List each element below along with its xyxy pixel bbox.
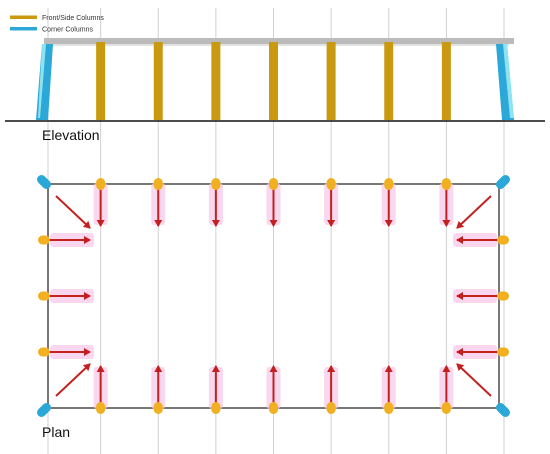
roof-beam: [44, 38, 514, 44]
side-column-node: [38, 235, 50, 245]
legend-label-corner: Corner Columns: [42, 27, 93, 34]
front-column-node: [269, 178, 278, 190]
side-column-node: [497, 235, 509, 245]
front-column-node: [211, 402, 221, 414]
front-column-node: [153, 178, 163, 190]
legend-swatch-corner: [10, 27, 37, 31]
force-arrow: [456, 363, 492, 397]
front-column: [384, 42, 394, 120]
front-column: [96, 42, 106, 120]
corner-column-node: [37, 403, 51, 417]
legend: Front/Side Columns Corner Columns: [10, 15, 104, 34]
elevation-label: Elevation: [42, 127, 100, 143]
front-column-node: [384, 402, 394, 414]
front-column: [326, 42, 336, 120]
front-column-node: [269, 402, 278, 414]
front-column-node: [211, 178, 221, 190]
side-column-node: [497, 291, 509, 301]
front-column-node: [326, 402, 336, 414]
corner-column-node: [37, 175, 51, 189]
plan-view: [37, 175, 510, 417]
corner-column-right-highlight: [503, 44, 514, 118]
force-arrow: [55, 363, 91, 397]
side-column-node: [497, 347, 509, 357]
front-column-node: [441, 402, 451, 414]
front-column-node: [384, 178, 394, 190]
front-column: [153, 42, 163, 120]
legend-label-front-side: Front/Side Columns: [42, 15, 104, 22]
corner-column-node: [496, 403, 510, 417]
front-column: [211, 42, 221, 120]
front-column: [269, 42, 278, 120]
corner-column-node: [496, 175, 510, 189]
force-arrow: [55, 195, 91, 229]
front-column-node: [153, 402, 163, 414]
plan-label: Plan: [42, 424, 70, 440]
legend-swatch-front-side: [10, 15, 37, 19]
front-column: [441, 42, 451, 120]
front-column-node: [326, 178, 336, 190]
front-column-node: [96, 178, 106, 190]
front-column-node: [96, 402, 106, 414]
force-arrow: [456, 195, 492, 229]
side-column-node: [38, 291, 50, 301]
front-column-node: [441, 178, 451, 190]
side-column-node: [38, 347, 50, 357]
elevation-view: [5, 38, 545, 122]
corner-column-left-highlight: [38, 44, 46, 118]
